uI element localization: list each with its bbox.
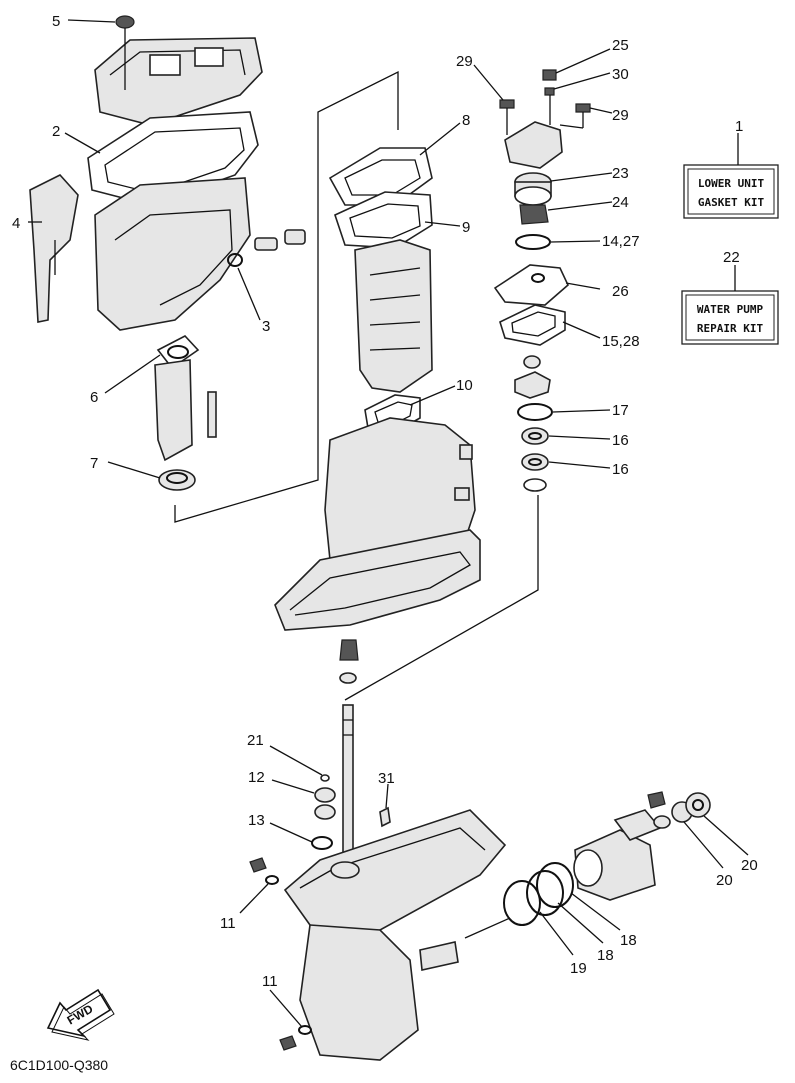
connector-line — [174, 70, 399, 523]
callout-17: 17 — [612, 402, 629, 419]
callout-20-a: 20 — [716, 872, 733, 889]
callout-11-top: 11 — [220, 915, 236, 932]
diagram-code: 6C1D100-Q380 — [10, 1057, 108, 1073]
callout-24: 24 — [612, 194, 629, 211]
water-pump-kit-line1: WATER PUMP — [697, 303, 764, 316]
callout-16-a: 16 — [612, 432, 629, 449]
callout-8: 8 — [462, 112, 470, 129]
water-pump-repair-kit-box: WATER PUMP REPAIR KIT — [681, 265, 779, 345]
water-pump-kit-line2: REPAIR KIT — [697, 322, 764, 335]
callout-13: 13 — [248, 812, 265, 829]
lower-unit-kit-line1: LOWER UNIT — [698, 177, 765, 190]
callout-30: 30 — [612, 66, 629, 83]
callout-22: 22 — [723, 249, 740, 266]
callout-20-b: 20 — [741, 857, 758, 874]
callout-31: 31 — [378, 770, 395, 787]
callout-5: 5 — [52, 13, 60, 30]
callout-16-b: 16 — [612, 461, 629, 478]
callout-7: 7 — [90, 455, 98, 472]
drive-shaft-group — [311, 639, 391, 856]
drive-shaft-housing — [274, 417, 481, 631]
callout-21: 21 — [247, 732, 264, 749]
upper-casing-group — [29, 15, 306, 331]
callout-12: 12 — [248, 769, 265, 786]
connector-line-lower — [344, 495, 539, 701]
lower-unit-gasket-kit-box: LOWER UNIT GASKET KIT — [683, 133, 779, 219]
callout-3: 3 — [262, 318, 270, 335]
leader-lines — [28, 19, 749, 1028]
callout-4: 4 — [12, 215, 20, 232]
callout-23: 23 — [612, 165, 629, 182]
callout-11-bottom: 11 — [262, 973, 278, 990]
callout-18-a: 18 — [597, 947, 614, 964]
callout-15-28: 15,28 — [602, 333, 640, 350]
callout-29-top: 29 — [456, 53, 473, 70]
callout-19: 19 — [570, 960, 587, 977]
callout-14-27: 14,27 — [602, 233, 640, 250]
lower-case — [249, 809, 507, 1061]
callout-26: 26 — [612, 283, 629, 300]
exhaust-manifold — [354, 239, 433, 393]
exhaust-pipe-group — [154, 335, 217, 491]
lower-unit-kit-line2: GASKET KIT — [698, 196, 765, 209]
callout-numbers: 5 2 4 3 6 7 8 9 10 29 25 30 29 1 23 24 1… — [12, 13, 758, 990]
callout-9: 9 — [462, 219, 470, 236]
callout-18-b: 18 — [620, 932, 637, 949]
fwd-arrow: FWD — [46, 988, 115, 1041]
water-pump-group — [493, 69, 591, 492]
callout-1: 1 — [735, 118, 743, 135]
callout-2: 2 — [52, 123, 60, 140]
callout-25: 25 — [612, 37, 629, 54]
callout-10: 10 — [456, 377, 473, 394]
callout-6: 6 — [90, 389, 98, 406]
callout-29-right: 29 — [612, 107, 629, 124]
prop-shaft-housing — [464, 791, 711, 939]
gaskets-8-9 — [328, 147, 433, 249]
